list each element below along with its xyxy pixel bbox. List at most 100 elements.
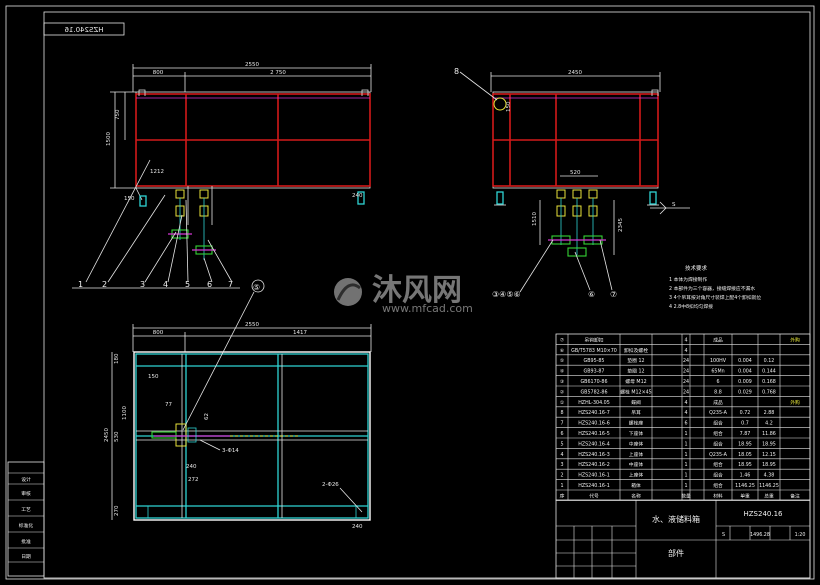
bom-cell: 24: [683, 379, 689, 385]
bom-cell: 7.87: [740, 431, 751, 437]
bom-cell: 4: [684, 348, 687, 354]
part-label-5: 5: [185, 280, 190, 289]
bom-cell: HZS240.16-2: [578, 462, 610, 468]
bom-header-cell: 材料: [713, 492, 723, 499]
bom-cell: 垫圈 12: [627, 357, 644, 364]
bom-cell: 组合: [713, 420, 723, 427]
side-title-block: 设计 审核 工艺 标准化 批准 日期: [7, 461, 45, 577]
bom-cell: 5: [560, 441, 563, 447]
bom-cell: Q235-A: [709, 410, 728, 416]
bom-cell: 1: [684, 483, 687, 489]
bom-cell: 上座体: [629, 451, 644, 458]
bom-cell: HZHL-304.05: [578, 400, 610, 406]
bom-header-cell: 单重: [740, 492, 750, 499]
watermark-url: www.mfcad.com: [382, 302, 473, 315]
balloon-5: ⑤: [253, 283, 260, 292]
note-4: 4 2.8中8扣均匀焊接: [669, 303, 713, 310]
front-view: 2550 800 2 750 750 1500 150 240 1212: [72, 62, 372, 289]
drawing-title: 水、液储料箱: [652, 514, 700, 524]
bom-cell: 4.2: [765, 421, 773, 427]
section-mark: S: [672, 202, 676, 208]
side-row-0: 设计: [21, 476, 31, 483]
balloon-7: ⑦: [610, 290, 617, 299]
scale-mark: S: [722, 532, 725, 538]
bom-cell: Q235-A: [709, 452, 728, 458]
bom-cell: 6: [716, 379, 719, 385]
bom-cell: 4.38: [764, 473, 775, 479]
dim-plan-note-b: 2-Φ26: [322, 482, 339, 488]
bom-cell: 4: [684, 400, 687, 406]
part-label-4: 4: [163, 280, 168, 289]
bom-cell: 1: [684, 431, 687, 437]
dim-plan-270: 270: [114, 505, 120, 516]
dim-plan-530: 530: [114, 431, 120, 442]
tech-notes: 技术要求 1 本体为焊接制作 2 本部件为三个容器，接缝焊接应不漏水 3 4个吊…: [669, 264, 761, 310]
bom-cell: 18.95: [738, 441, 752, 447]
note-3: 3 4个吊耳按对角尺寸装焊上配4个卸扣就位: [669, 294, 761, 301]
bom-header-cell: 序: [560, 492, 565, 499]
total-weight: 1496.28: [750, 532, 770, 538]
bom-cell: GB93-87: [584, 369, 605, 375]
bom-cell: 1146.25: [735, 483, 755, 489]
bom-cell: 卸扣及螺栓: [624, 347, 648, 354]
bom-cell: 垫圈 12: [627, 368, 644, 375]
bom-cell: 24: [683, 358, 689, 364]
side-row-2: 工艺: [21, 507, 31, 513]
watermark-logo-icon: [334, 278, 362, 306]
part-label-7: 7: [228, 280, 233, 289]
dim-front-1212: 1212: [150, 169, 164, 175]
bom-cell: GB6170-86: [580, 379, 607, 385]
bom-cell: 中座体: [629, 440, 644, 447]
bom-cell: 下座体: [629, 430, 644, 437]
bom-cell: 0.12: [764, 358, 775, 364]
bom-cell: ⑦: [560, 337, 564, 343]
bom-cell: 0.144: [762, 369, 776, 375]
bom-cell: 外购: [790, 399, 800, 406]
dim-plan-77: 77: [165, 402, 172, 408]
bom-cell: 箱体: [631, 482, 641, 489]
dim-side-1510: 1510: [532, 212, 538, 226]
side-row-5: 日期: [21, 554, 31, 560]
part-label-6: 6: [207, 280, 212, 289]
bom-cell: 2.88: [764, 410, 775, 416]
outer-border: [5, 5, 815, 580]
bom-header-cell: 名称: [631, 492, 641, 499]
bom-cell: 4: [684, 410, 687, 416]
title-block: HZS240.16 水、液储料箱 部件 S 1496.28 1:20: [555, 499, 811, 579]
bom-cell: 0.768: [762, 389, 776, 395]
bom-cell: 12.15: [762, 452, 776, 458]
bom-cell: 0.7: [741, 421, 749, 427]
bom-header-cell: 备注: [790, 492, 800, 499]
dim-side-2345: 2345: [618, 218, 624, 232]
bom-cell: 吊耳: [631, 410, 641, 416]
bom-cell: 成品: [713, 399, 723, 406]
dim-side-150: 150: [506, 101, 512, 112]
bom-cell: ④: [560, 369, 564, 375]
bom-cell: 1: [684, 462, 687, 468]
bom-cell: 1: [684, 452, 687, 458]
bom-cell: 65Mn: [711, 369, 724, 375]
part-label-1: 1: [78, 280, 83, 289]
bom-cell: 2: [560, 473, 563, 479]
dim-plan-272: 272: [188, 477, 199, 483]
bom-cell: 成品: [713, 336, 723, 343]
dim-plan-1100: 1100: [122, 406, 128, 420]
plan-view: 2550 800 1417 2450 180 270 150 530 1100 …: [104, 279, 372, 530]
bom-cell: ⑤: [560, 358, 564, 364]
bom-cell: 8: [560, 410, 563, 416]
watermark-brand: 沐风网: [372, 273, 462, 308]
bom-cell: 18.05: [738, 452, 752, 458]
side-row-4: 批准: [21, 538, 31, 545]
bom-cell: GB95-85: [584, 358, 605, 364]
inner-border: [43, 11, 811, 579]
bom-cell: 1: [684, 441, 687, 447]
balloon-6: ⑥: [588, 290, 595, 299]
dim-plan-total: 2550: [245, 322, 259, 328]
dim-front-height-a: 750: [115, 109, 121, 120]
bom-cell: 4: [560, 452, 563, 458]
dim-front-right: 2 750: [270, 70, 286, 76]
bom-header-cell: 数量: [681, 492, 691, 499]
bom-cell: 吊钩卸扣: [584, 336, 603, 343]
